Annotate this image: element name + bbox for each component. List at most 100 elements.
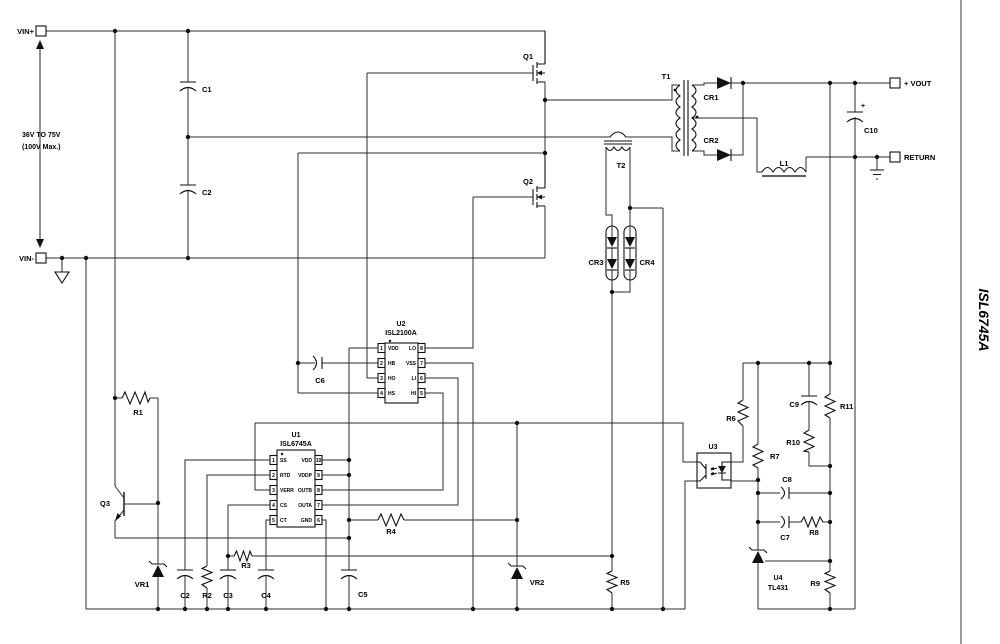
wires-primary [46,30,685,610]
u2-pin-name: LI [412,376,417,382]
page-side-mark: ISL6745A [960,0,992,644]
c2-input-label: C2 [202,188,212,197]
vr2-label: VR2 [530,578,545,587]
u1-pin-num: 6 [317,518,320,524]
resistor-r2: R2 [200,565,214,600]
wires-secondary [684,82,890,610]
q1-label: Q1 [523,52,533,61]
u2-pin-num: 2 [380,361,383,367]
return-terminal: RETURN [889,151,935,163]
cr3-label: CR3 [588,258,603,267]
r6-label: R6 [726,414,736,423]
resistor-r3: R3 [233,549,253,570]
c9-label: C9 [789,400,799,409]
r8-label: R8 [809,528,819,537]
resistor-r10: R10 [786,429,816,453]
q2-label: Q2 [523,177,533,186]
u2-pin-name: VDD [388,346,399,352]
diode-pack-cr3: CR3 [588,225,619,281]
ic-u2: U2 ISL2100A 1 2 3 4 8 7 6 5 VDD HB HO HS… [377,321,426,404]
capacitor-c2-ss: C2 [176,569,194,600]
ic-u1: U1 ISL6745A 1 2 3 4 5 10 9 8 7 6 SS RTD … [269,432,323,528]
u2-ref: U2 [397,321,406,328]
u1-ref: U1 [292,432,301,439]
u1-pin-name: VERR [280,488,294,494]
side-part-number: ISL6745A [976,288,992,351]
capacitor-c1: C1 [179,81,212,94]
u1-pin-num: 8 [317,488,320,494]
u2-pin-num: 1 [380,346,383,352]
u1-pin-name: RTD [280,473,291,479]
c2-ss-label: C2 [180,591,190,600]
u2-part: ISL2100A [385,330,417,337]
c6-label: C6 [315,376,325,385]
resistor-r5: R5 [605,570,630,594]
u2-pin-name: VSS [406,361,417,367]
u2-pin-num: 4 [380,391,383,397]
return-label: RETURN [904,153,935,162]
capacitor-c8: C8 [780,475,792,500]
capacitor-c9: C9 [789,395,818,409]
u1-pin-name: SS [280,458,287,464]
u1-pin-num: 4 [272,503,275,509]
u1-part: ISL6745A [280,441,312,448]
zener-vr1: VR1 [135,560,168,589]
vout-terminal: + VOUT [889,77,932,89]
resistor-r4: R4 [377,512,405,536]
c10-label: C10 [864,126,878,135]
capacitor-c10: + C10 [846,103,878,135]
capacitor-c7: C7 [780,515,790,542]
r4-label: R4 [386,527,396,536]
u2-pin-name: HI [411,391,417,397]
c3-label: C3 [223,591,233,600]
vin-minus-label: VIN- [19,254,35,263]
r11-label: R11 [840,402,853,411]
transformer-t1: T1 [662,72,699,156]
u2-pin-num: 3 [380,376,383,382]
c10-plus-sign: + [861,103,865,110]
u1-pin-name: CT [280,518,287,524]
u2-pin-num: 7 [420,361,423,367]
diode-cr2: CR2 [703,136,732,161]
r7-label: R7 [770,452,780,461]
zener-vr2: VR2 [507,562,545,587]
r2-label: R2 [202,591,212,600]
input-range-arrow: 36V TO 75V (100V Max.) [22,40,61,248]
resistor-r1: R1 [121,390,151,417]
capacitor-c4: C4 [257,569,275,600]
mosfet-q1: Q1 [523,31,546,84]
u2-pin-name: HB [388,361,396,367]
cr4-label: CR4 [639,258,655,267]
u1-pin-num: 7 [317,503,320,509]
t2-label: T2 [617,161,626,170]
u3-ref: U3 [709,444,718,451]
resistor-r11: R11 [823,393,853,419]
u1-pin-name: CS [280,503,288,509]
u1-pin-num: 3 [272,488,275,494]
input-range-line1: 36V TO 75V [22,132,61,139]
u1-pin-num: 2 [272,473,275,479]
u1-pin-num: 10 [316,458,322,464]
c5-label: C5 [358,590,368,599]
mosfet-q2: Q2 [523,153,546,208]
resistor-r6: R6 [726,399,750,427]
u1-pin-num: 5 [272,518,275,524]
u1-pin1-dot [280,452,284,456]
junction-dots [59,28,880,612]
cr2-label: CR2 [703,136,718,145]
q3-label: Q3 [100,499,110,508]
vout-label: + VOUT [904,79,932,88]
r10-label: R10 [786,438,800,447]
u1-pin-name: GND [301,518,313,524]
transistor-q3: Q3 [100,492,125,521]
u1-pin-name: OUTA [298,503,312,509]
resistor-r7: R7 [751,443,780,469]
u2-pin-name: LO [409,346,416,352]
u4-part: TL431 [768,585,788,592]
cr1-label: CR1 [703,93,718,102]
c4-label: C4 [261,591,271,600]
capacitor-c6: C6 [312,355,325,385]
u2-pin-name: HS [388,391,396,397]
